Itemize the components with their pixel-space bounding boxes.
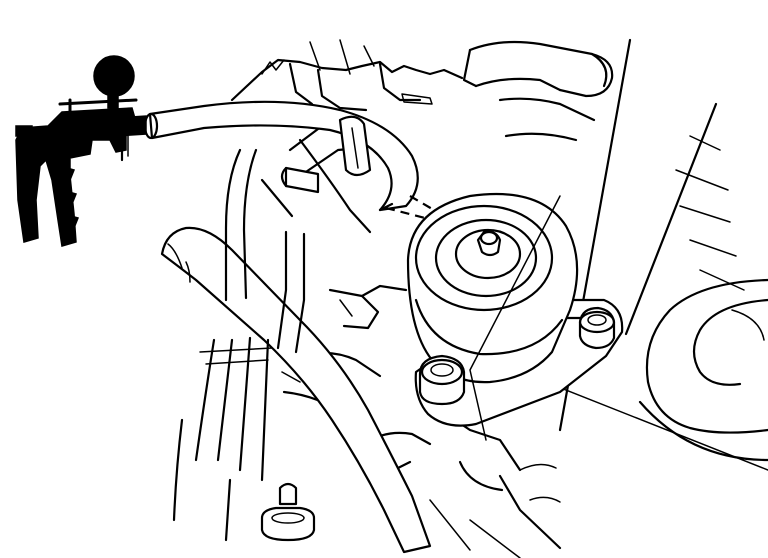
bottom-bolt xyxy=(260,482,316,542)
mounting-bolt-right xyxy=(578,306,616,350)
hand-vacuum-pump xyxy=(15,55,147,247)
valve-diaphragm-housing xyxy=(406,192,624,441)
tube-bundle xyxy=(172,118,362,542)
engine-background-structure xyxy=(207,38,768,558)
mounting-bolt-left xyxy=(418,354,466,406)
vacuum-hose xyxy=(143,100,493,245)
vacuum-gauge xyxy=(93,55,135,97)
intake-hose xyxy=(160,226,432,554)
